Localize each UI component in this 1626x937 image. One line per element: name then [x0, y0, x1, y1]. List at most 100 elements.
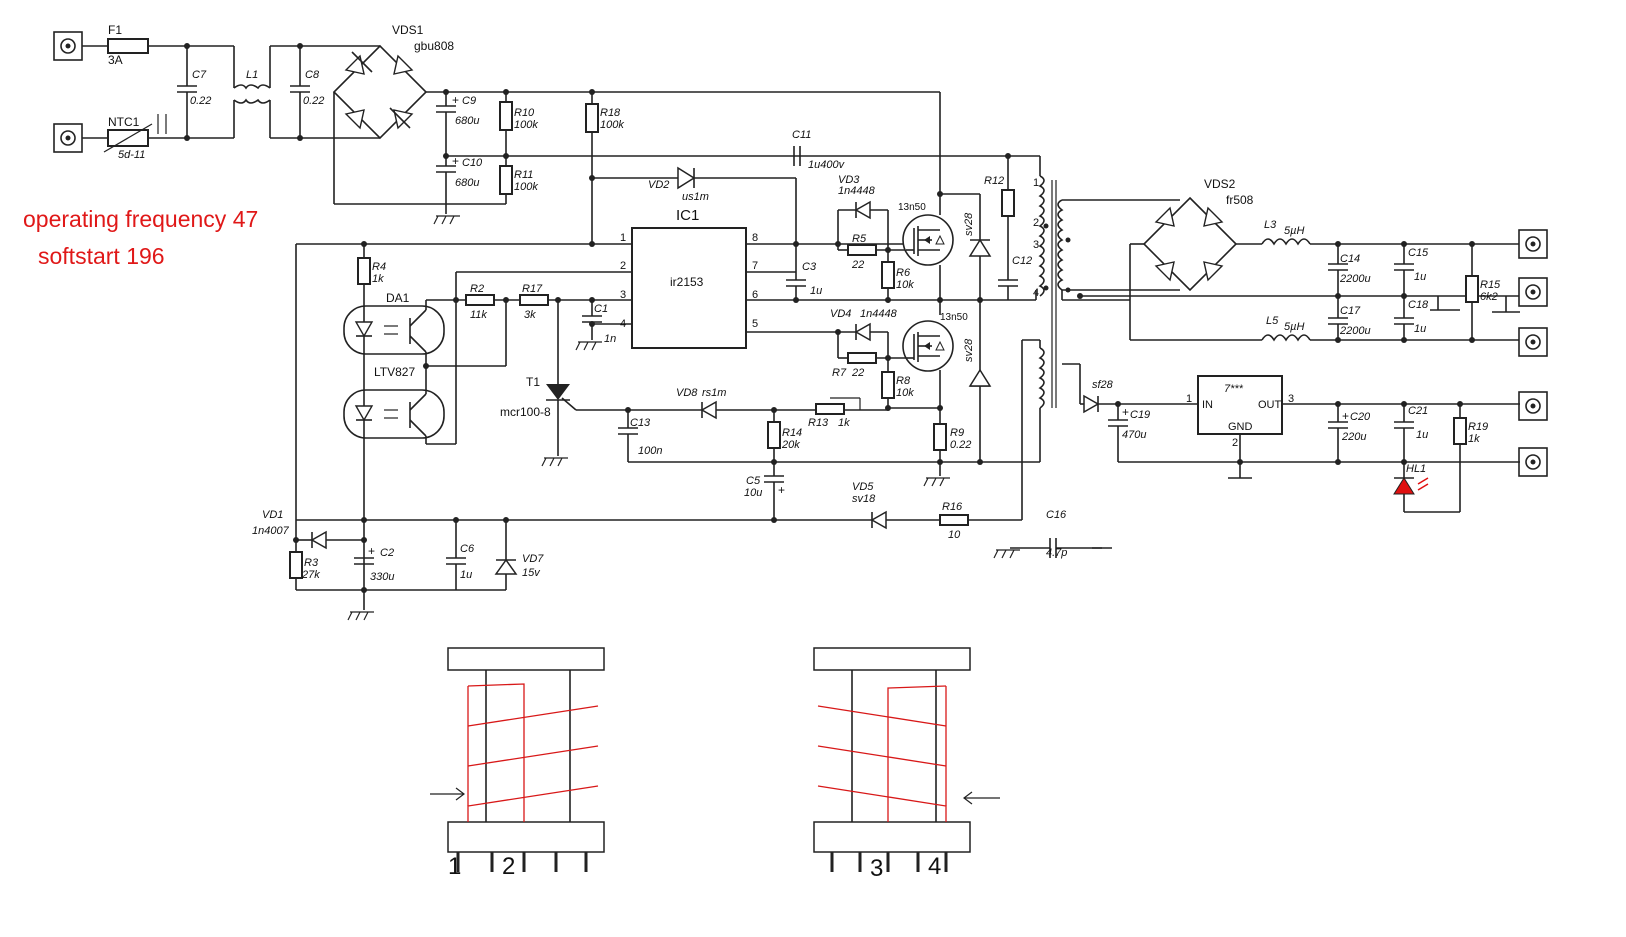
winding-pin-2: 2: [502, 853, 515, 880]
choke-l1: [233, 84, 271, 90]
label-q-lower: 13n50: [940, 312, 968, 323]
label-r13: R13: [808, 417, 829, 429]
label-c17-value: 2200u: [1339, 325, 1371, 337]
label-c15-value: 1u: [1414, 271, 1426, 283]
label-r5: R5: [852, 233, 867, 245]
transformer-pin-1: 1: [1033, 177, 1039, 189]
label-ic1-value: ir2153: [670, 275, 704, 289]
label-ic1: IC1: [676, 207, 699, 224]
label-vds2: VDS2: [1204, 177, 1236, 191]
label-c18: C18: [1408, 299, 1429, 311]
transformer-pin-2: 2: [1033, 217, 1039, 229]
label-t1: T1: [526, 375, 540, 389]
ic-pin-3: 3: [620, 289, 626, 301]
optocoupler-da1: [343, 305, 445, 439]
label-vd3-value: 1n4448: [838, 185, 876, 197]
resistor-r11: [499, 165, 513, 195]
label-c18-value: 1u: [1414, 323, 1426, 335]
label-c20-value: 220u: [1341, 431, 1366, 443]
ic-pin-8: 8: [752, 232, 758, 244]
ic-pin-1: 1: [620, 232, 626, 244]
label-vd8-value: rs1m: [702, 387, 726, 399]
transformer-pin-4: 4: [1033, 287, 1039, 299]
label-reg: 7***: [1224, 383, 1244, 395]
label-r14-value: 20k: [781, 439, 800, 451]
ic1-ir2153: [631, 227, 747, 349]
ic-pin-4: 4: [620, 318, 626, 330]
winding-pin-1: 1: [448, 853, 461, 880]
label-r3: R3: [304, 557, 319, 569]
label-r10-value: 100k: [514, 119, 538, 131]
label-r16-value: 10: [948, 529, 961, 541]
label-reg-out: OUT: [1258, 399, 1282, 411]
note-softstart: softstart 196: [38, 243, 165, 269]
resistor-r6: [881, 261, 895, 289]
resistor-r8: [881, 371, 895, 399]
label-r14: R14: [782, 427, 802, 439]
label-c10: C10: [462, 157, 483, 169]
ic-pin-5: 5: [752, 318, 758, 330]
winding-diagram-left: [430, 647, 605, 872]
label-r2: R2: [470, 283, 484, 295]
label-vd5: VD5: [852, 481, 874, 493]
label-l5-value: 5µH: [1284, 321, 1304, 333]
label-c3-value: 1u: [810, 285, 822, 297]
label-r17-value: 3k: [524, 309, 536, 321]
label-r19: R19: [1468, 421, 1488, 433]
label-r11: R11: [514, 169, 533, 181]
svg-text:+: +: [778, 483, 785, 497]
svg-text:+: +: [1342, 409, 1349, 423]
label-c2: C2: [380, 547, 394, 559]
note-frequency: operating frequency 47: [23, 206, 258, 232]
output-terminal-5: [1518, 447, 1548, 477]
label-reg-in: IN: [1202, 399, 1213, 411]
fuse-f1: [107, 38, 149, 54]
label-c5-value: 10u: [744, 487, 762, 499]
label-l1: L1: [246, 69, 258, 81]
label-c2-value: 330u: [370, 571, 394, 583]
label-c17: C17: [1340, 305, 1361, 317]
bridge-vds1: [332, 44, 428, 140]
label-r4-value: 1k: [372, 273, 384, 285]
label-r19-value: 1k: [1468, 433, 1480, 445]
label-c14-value: 2200u: [1339, 273, 1371, 285]
label-l3: L3: [1264, 219, 1277, 231]
resistor-r14: [767, 421, 781, 449]
output-terminal-3: [1518, 327, 1548, 357]
label-c6-value: 1u: [460, 569, 472, 581]
reg-pin-gnd: 2: [1232, 437, 1238, 449]
label-c8-value: 0.22: [303, 95, 324, 107]
label-r4: R4: [372, 261, 386, 273]
label-c16: C16: [1046, 509, 1067, 521]
label-c15: C15: [1408, 247, 1429, 259]
label-c14: C14: [1340, 253, 1360, 265]
output-terminal-2: [1518, 277, 1548, 307]
label-vd4-value: 1n4448: [860, 308, 898, 320]
label-c1-value: 1n: [604, 333, 616, 345]
label-c9: C9: [462, 95, 476, 107]
output-terminal-1: [1518, 229, 1548, 259]
label-r16: R16: [942, 501, 963, 513]
ic-pin-7: 7: [752, 260, 758, 272]
label-ntc1: NTC1: [108, 115, 140, 129]
label-ntc1-value: 5d-11: [118, 149, 145, 161]
label-r8-value: 10k: [896, 387, 914, 399]
mosfet-upper: [902, 214, 954, 266]
label-vds2-value: fr508: [1226, 193, 1254, 207]
label-r12: R12: [984, 175, 1004, 187]
label-vd7-value: 15v: [522, 567, 541, 579]
label-r8: R8: [896, 375, 911, 387]
label-r9-value: 0.22: [950, 439, 971, 451]
transformer-aux-winding: [1038, 347, 1045, 409]
label-r2-value: 11k: [470, 309, 487, 321]
label-c7-value: 0.22: [190, 95, 211, 107]
label-da1-value: LTV827: [374, 365, 415, 379]
ic-pin-2: 2: [620, 260, 626, 272]
svg-text:+: +: [1122, 405, 1129, 419]
resistor-r5: [847, 244, 877, 256]
resistor-r19: [1453, 417, 1467, 445]
label-vd2: VD2: [648, 179, 669, 191]
winding-pin-3: 3: [870, 855, 883, 882]
resistor-r18: [585, 103, 599, 133]
voltage-regulator: [1197, 375, 1283, 435]
